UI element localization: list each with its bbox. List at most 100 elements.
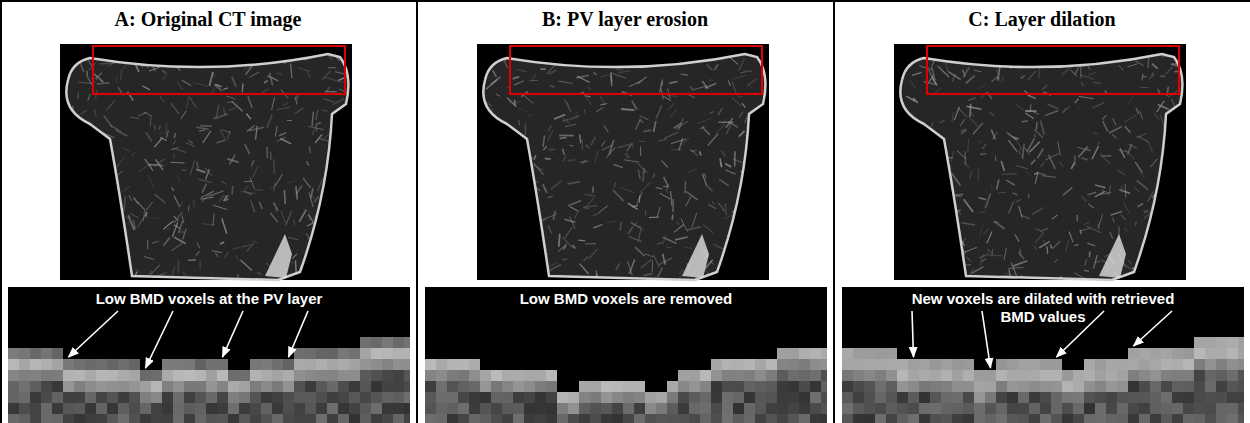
trabecula — [1077, 215, 1078, 221]
trabecula — [249, 72, 260, 77]
voxel — [283, 414, 294, 423]
trabecula — [548, 149, 555, 150]
voxel — [404, 348, 410, 359]
trabecula — [946, 245, 953, 253]
trabecula — [181, 111, 187, 119]
trabecula — [637, 192, 642, 203]
trabecula — [1019, 252, 1025, 259]
trabecula — [1183, 121, 1194, 130]
voxel — [1216, 370, 1227, 381]
trabecula — [759, 184, 762, 190]
trabecula — [62, 271, 69, 280]
voxel — [382, 359, 393, 370]
trabecula — [728, 81, 730, 86]
trabecula — [138, 202, 144, 209]
voxel — [996, 403, 1007, 414]
trabecula — [1093, 132, 1098, 134]
trabecula — [1125, 265, 1133, 270]
trabecula — [525, 253, 528, 258]
voxel — [897, 403, 908, 414]
voxel — [1128, 392, 1139, 403]
trabecula — [940, 120, 945, 123]
trabecula — [193, 200, 195, 207]
voxel — [897, 414, 908, 423]
voxel — [755, 392, 766, 403]
trabecula — [329, 255, 330, 262]
trabecula — [532, 74, 536, 80]
trabecula — [663, 254, 666, 265]
voxel — [360, 359, 371, 370]
trabecula — [487, 173, 489, 184]
trabecula — [328, 275, 334, 277]
trabecula — [478, 46, 486, 49]
trabecula — [1153, 259, 1154, 270]
voxel — [1106, 370, 1117, 381]
trabecula — [159, 126, 160, 130]
trabecula — [117, 157, 125, 167]
voxel — [1040, 370, 1051, 381]
trabecula — [1155, 274, 1168, 280]
trabecula — [200, 52, 201, 56]
trabecula — [90, 255, 104, 259]
trabecula — [504, 60, 508, 67]
trabecula — [660, 193, 670, 199]
trabecula — [671, 215, 673, 221]
trabecula — [718, 203, 724, 211]
trabecula — [583, 207, 589, 208]
trabecula — [985, 194, 990, 209]
trabecula — [177, 260, 179, 273]
trabecula — [1102, 191, 1107, 193]
voxel — [327, 381, 338, 392]
voxel — [8, 348, 19, 359]
trabecula — [215, 253, 218, 257]
trabecula — [146, 202, 153, 211]
voxel — [853, 348, 864, 359]
trabecula — [960, 119, 964, 126]
trabecula — [1066, 240, 1069, 253]
voxel — [140, 414, 151, 423]
trabecula — [1154, 113, 1160, 120]
trabecula — [1092, 146, 1099, 159]
trabecula — [189, 140, 193, 143]
trabecula — [906, 96, 915, 101]
voxel — [1227, 359, 1238, 370]
voxel — [1172, 392, 1183, 403]
trabecula — [751, 118, 764, 119]
trabecula — [674, 123, 682, 128]
voxel — [875, 392, 886, 403]
trabecula — [912, 72, 921, 75]
panel-title: A: Original CT image — [0, 7, 416, 31]
voxel — [1172, 370, 1183, 381]
voxel — [1095, 392, 1106, 403]
voxel — [52, 381, 63, 392]
trabecula — [601, 75, 609, 78]
trabecula — [228, 131, 231, 140]
voxel — [853, 414, 864, 423]
trabecula — [1011, 263, 1017, 276]
voxel — [1040, 381, 1051, 392]
voxel — [458, 359, 469, 370]
trabecula — [677, 125, 682, 128]
voxel — [1205, 348, 1216, 359]
trabecula — [471, 264, 480, 274]
trabecula — [513, 77, 520, 79]
trabecula — [930, 272, 936, 284]
trabecula — [297, 68, 309, 72]
voxel — [1205, 392, 1216, 403]
voxel — [63, 370, 74, 381]
trabecula — [314, 254, 319, 260]
voxel — [1150, 381, 1161, 392]
trabecula — [100, 266, 107, 269]
voxel — [360, 348, 371, 359]
trabecula — [966, 76, 975, 84]
leader-arrow — [982, 311, 991, 368]
voxel — [744, 359, 755, 370]
trabecula — [939, 236, 946, 242]
voxel — [382, 414, 393, 423]
trabecula — [62, 50, 67, 53]
voxel — [1062, 370, 1073, 381]
trabecula — [148, 175, 154, 188]
trabecula — [297, 94, 298, 99]
trabecula — [638, 169, 640, 179]
voxel — [755, 370, 766, 381]
